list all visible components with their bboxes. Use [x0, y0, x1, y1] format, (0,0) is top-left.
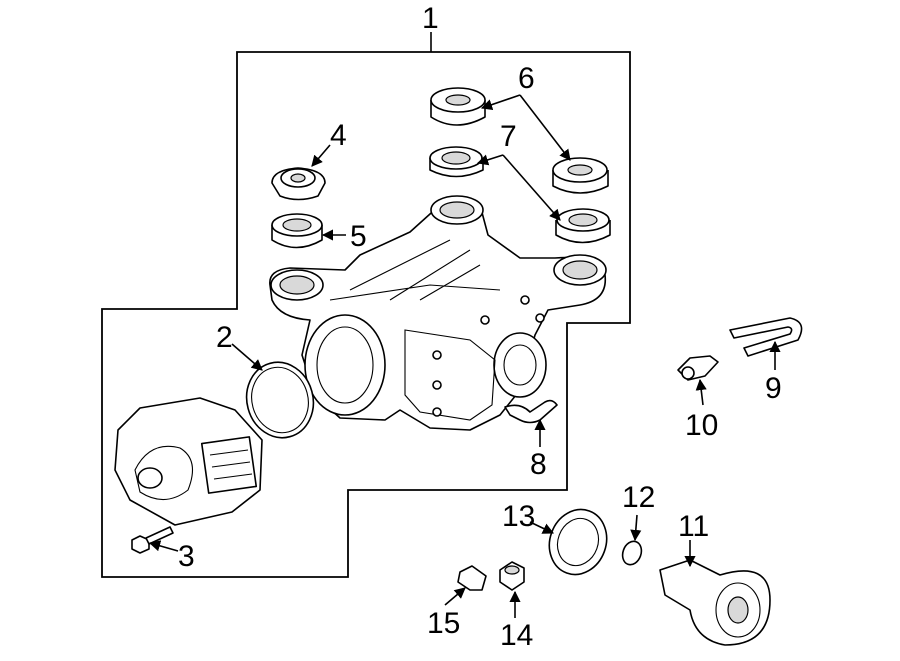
callout-8: 8	[530, 448, 547, 481]
vent-hose-9	[729, 317, 803, 357]
callout-3: 3	[178, 540, 195, 573]
callout-6: 6	[518, 62, 535, 95]
leader-13	[529, 521, 555, 534]
differential-housing	[269, 195, 607, 431]
callout-12: 12	[622, 481, 655, 514]
callout-4: 4	[330, 119, 347, 152]
leader-2	[231, 343, 263, 371]
callout-1: 1	[422, 2, 439, 35]
callout-14: 14	[500, 619, 533, 652]
leader-3	[148, 540, 179, 552]
leader-4	[311, 144, 331, 167]
plug-15	[457, 565, 487, 591]
coupling-assembly	[114, 397, 263, 526]
bolt-3	[131, 526, 174, 554]
leader-7b	[502, 154, 561, 221]
leader-10	[695, 378, 707, 406]
callout-15: 15	[427, 607, 460, 640]
mount-bushing-7-a	[429, 146, 484, 178]
callout-7: 7	[500, 120, 517, 153]
mount-bushing-7-b	[555, 208, 611, 244]
leader-15	[444, 587, 466, 606]
seal-13	[548, 508, 608, 576]
mount-bushing-6-b	[552, 157, 609, 194]
mount-bushing-4	[271, 167, 326, 201]
leader-12	[630, 514, 642, 542]
callout-2: 2	[216, 321, 233, 354]
mount-bushing-6-a	[430, 87, 486, 126]
callout-10: 10	[685, 409, 718, 442]
vent-hose-8	[504, 399, 558, 424]
callout-11: 11	[678, 510, 709, 543]
mount-bushing-5	[271, 213, 323, 249]
leader-7a	[476, 154, 504, 166]
plug-14	[499, 561, 525, 591]
leader-6a	[480, 94, 521, 111]
snap-ring-12	[621, 540, 643, 566]
callout-5: 5	[350, 220, 367, 253]
callout-9: 9	[765, 372, 782, 405]
leader-6b	[519, 94, 571, 161]
output-flange-11	[659, 559, 771, 646]
o-ring-seal	[245, 361, 315, 439]
vent-valve-10	[677, 355, 719, 381]
callout-13: 13	[502, 500, 535, 533]
assembly-frame	[101, 51, 631, 578]
